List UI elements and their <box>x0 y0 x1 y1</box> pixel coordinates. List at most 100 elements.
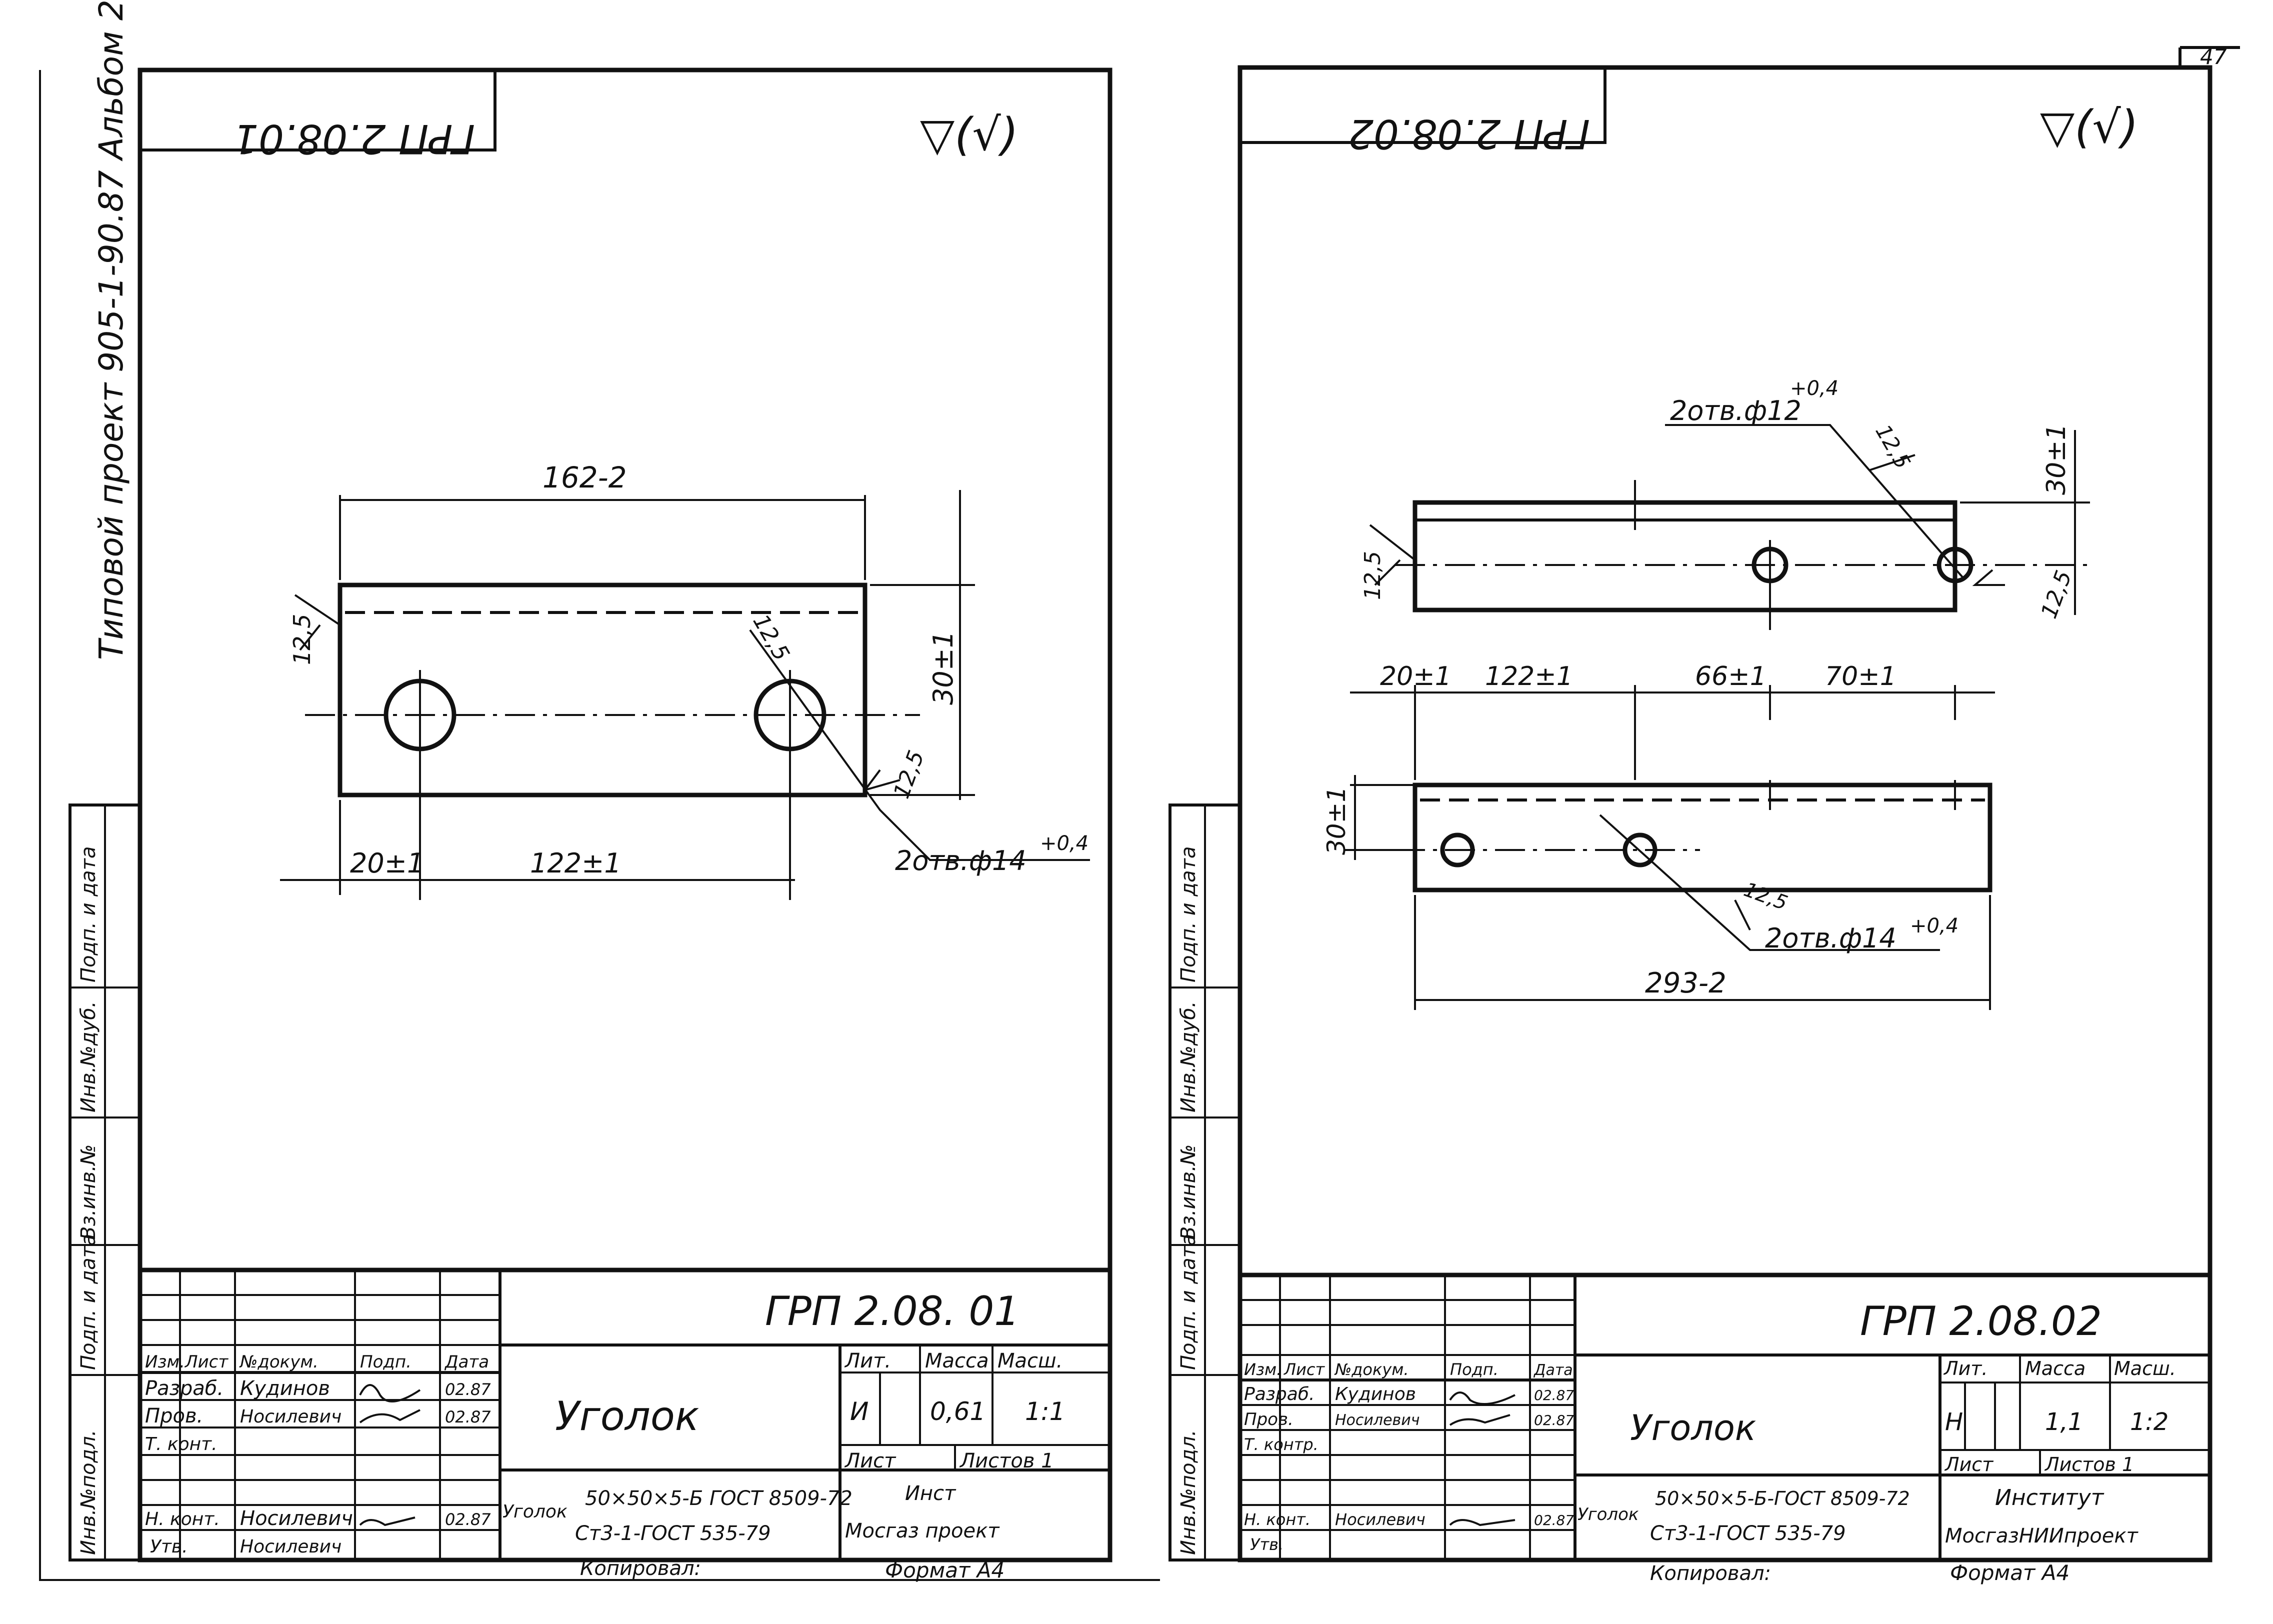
sheet-right: Инв.№подл. Подп. и дата Вз.инв.№ Инв.№ду… <box>1168 65 2212 1585</box>
rough-bottom: 12,5 <box>1741 878 1790 915</box>
dim-height-bottom: 30±1 <box>1322 786 1351 855</box>
dim-height-top: 30±1 <box>2042 424 2072 495</box>
format-left: Формат А4 <box>885 1558 1004 1582</box>
tb-material-1-right: 50×50×5-Б-ГОСТ 8509-72 <box>1655 1488 1910 1510</box>
tb-h-doc-right: №докум. <box>1334 1360 1409 1379</box>
frame-left <box>138 68 1112 1562</box>
hole-tol-left: +0,4 <box>1040 832 1088 855</box>
tb-h-data-right: Дата <box>1533 1362 1573 1379</box>
tb-sheet-label-left: Лист <box>844 1450 896 1472</box>
copied-left: Копировал: <box>580 1557 701 1580</box>
stamp-podp-data-right: Подп. и дата <box>1177 1234 1200 1370</box>
tb-name-left: Уголок <box>555 1393 699 1440</box>
tb-date-razrab-left: 02.87 <box>445 1380 491 1399</box>
tb-role-tkont-right: Т. контр. <box>1244 1435 1318 1454</box>
stamp-inv-podl: Инв.№подл. <box>77 1430 100 1555</box>
tb-scale-label-left: Масш. <box>998 1350 1062 1372</box>
tb-h-podp-right: Подп. <box>1450 1360 1498 1379</box>
hole-bottom-2 <box>1622 832 1658 868</box>
tb-h-doc-left: №докум. <box>239 1352 318 1372</box>
tb-sheet-label-right: Лист <box>1944 1454 1994 1476</box>
tb-material-2-right: Ст3-1-ГОСТ 535-79 <box>1650 1522 1846 1545</box>
tb-date-razrab-right: 02.87 <box>1534 1387 1574 1404</box>
tb-h-list-right: Лист <box>1284 1360 1325 1379</box>
stamp-vz-inv: Вз.инв.№ <box>77 1144 100 1240</box>
hole-bottom-note: 2отв.ф14 <box>1765 922 1896 954</box>
stamp-vz-inv-right: Вз.инв.№ <box>1177 1144 1200 1240</box>
tb-mass-left: 0,61 <box>930 1397 986 1426</box>
tb-material-prefix-right: Уголок <box>1578 1504 1639 1524</box>
tb-lit-left: И <box>850 1397 868 1426</box>
part-bottom-view-right <box>1412 782 1992 892</box>
tb-date-prov-left: 02.87 <box>445 1408 491 1426</box>
dim-length-left: 162-2 <box>542 460 627 494</box>
tb-mass-label-right: Масса <box>2025 1358 2086 1380</box>
tb-material-2-left: Ст3-1-ГОСТ 535-79 <box>575 1522 771 1545</box>
stamp-podp-data: Подп. и дата <box>77 1234 100 1370</box>
dim-pos2-right: 122±1 <box>1485 662 1573 692</box>
tb-person-utv-left: Носилевич <box>240 1536 342 1557</box>
tb-org-1-right: Институт <box>1995 1485 2104 1510</box>
tb-role-prov-left: Пров. <box>145 1404 203 1428</box>
code-flipped-left: ГРП 2.08.01 <box>233 116 475 162</box>
tb-role-utv-left: Утв. <box>150 1536 188 1557</box>
hole-bottom-1 <box>1440 832 1475 868</box>
tb-person-razrab-left: Кудинов <box>240 1377 330 1400</box>
dim-pos3-right: 66±1 <box>1695 662 1766 692</box>
tb-role-razrab-right: Разраб. <box>1244 1384 1314 1404</box>
tb-lit-label-left: Лит. <box>844 1350 891 1372</box>
sheet-left: Типовой проект 905-1-90.87 Альбом 2 Инв.… <box>68 0 1112 1582</box>
tb-material-1-left: 50×50×5-Б ГОСТ 8509-72 <box>585 1487 852 1510</box>
stamp-inv-podl-right: Инв.№подл. <box>1177 1430 1200 1555</box>
format-right: Формат А4 <box>1950 1560 2070 1585</box>
roughness-symbol-right: ▽(√) <box>2040 101 2138 154</box>
tb-mass-right: 1,1 <box>2045 1408 2083 1436</box>
tb-code-right: ГРП 2.08.02 <box>1860 1298 2102 1344</box>
tb-date-prov-right: 02.87 <box>1534 1412 1574 1428</box>
tb-person-razrab-right: Кудинов <box>1335 1384 1416 1404</box>
tb-material-prefix-left: Уголок <box>502 1502 568 1522</box>
rough-top: 12,5 <box>1870 420 1915 473</box>
left-trim-line <box>39 70 1160 1581</box>
tb-role-tkont-left: Т. конт. <box>145 1434 218 1454</box>
tb-role-utv-right: Утв. <box>1250 1535 1284 1554</box>
margin-project-label: Типовой проект 905-1-90.87 Альбом 2 <box>92 0 130 660</box>
dim-pos1-left: 20±1 <box>350 848 424 879</box>
rough-edge-left-right: 12,5 <box>1360 551 1386 600</box>
dim-height-left: 30±1 <box>928 631 959 705</box>
code-box-flipped-left <box>138 68 496 152</box>
dim-pos1-right: 20±1 <box>1380 662 1452 692</box>
stamp-podp-data-2: Подп. и дата <box>77 846 100 982</box>
rough-edge-right-right: 12,5 <box>2036 567 2076 622</box>
tb-h-izm-left: Изм. <box>145 1352 185 1372</box>
page-number: 47 <box>2200 44 2227 69</box>
tb-name-right: Уголок <box>1630 1408 1756 1448</box>
hole-note-left: 2отв.ф14 <box>895 845 1026 876</box>
tb-code-left: ГРП 2.08. 01 <box>765 1288 1020 1334</box>
tb-role-nkont-right: Н. конт. <box>1244 1510 1310 1529</box>
tb-h-izm-right: Изм. <box>1244 1360 1282 1379</box>
title-block-left: Изм. Лист №докум. Подп. Дата Разраб. Куд… <box>138 1268 1112 1562</box>
tb-person-prov-left: Носилевич <box>240 1406 342 1427</box>
tb-h-list-left: Лист <box>184 1352 228 1372</box>
hole-top-tol: +0,4 <box>1790 377 1838 400</box>
stamp-podp-data-2-right: Подп. и дата <box>1177 846 1200 982</box>
tb-sheets-label-right: Листов 1 <box>2044 1454 2134 1476</box>
tb-scale-right: 1:2 <box>2130 1408 2168 1436</box>
part-angle-left <box>338 582 868 798</box>
tb-date-nkont-left: 02.87 <box>445 1510 491 1529</box>
tb-person-prov-right: Носилевич <box>1335 1412 1420 1429</box>
tb-lit-label-right: Лит. <box>1943 1358 1988 1380</box>
tb-role-nkont-left: Н. конт. <box>145 1509 220 1530</box>
tb-org-2-left: Мосгаз проект <box>845 1520 1000 1542</box>
page-number-frame <box>2178 46 2240 68</box>
tb-person-nkont-right: Носилевич <box>1335 1510 1426 1529</box>
tb-role-razrab-left: Разраб. <box>145 1377 224 1400</box>
tb-h-podp-left: Подп. <box>360 1352 412 1372</box>
dim-pos2-left: 122±1 <box>530 848 622 879</box>
tb-date-nkont-right: 02.87 <box>1534 1512 1574 1528</box>
rough-edge-left: 12,5 <box>288 614 316 665</box>
tb-scale-left: 1:1 <box>1025 1397 1065 1426</box>
tb-sheets-label-left: Листов 1 <box>959 1450 1054 1472</box>
